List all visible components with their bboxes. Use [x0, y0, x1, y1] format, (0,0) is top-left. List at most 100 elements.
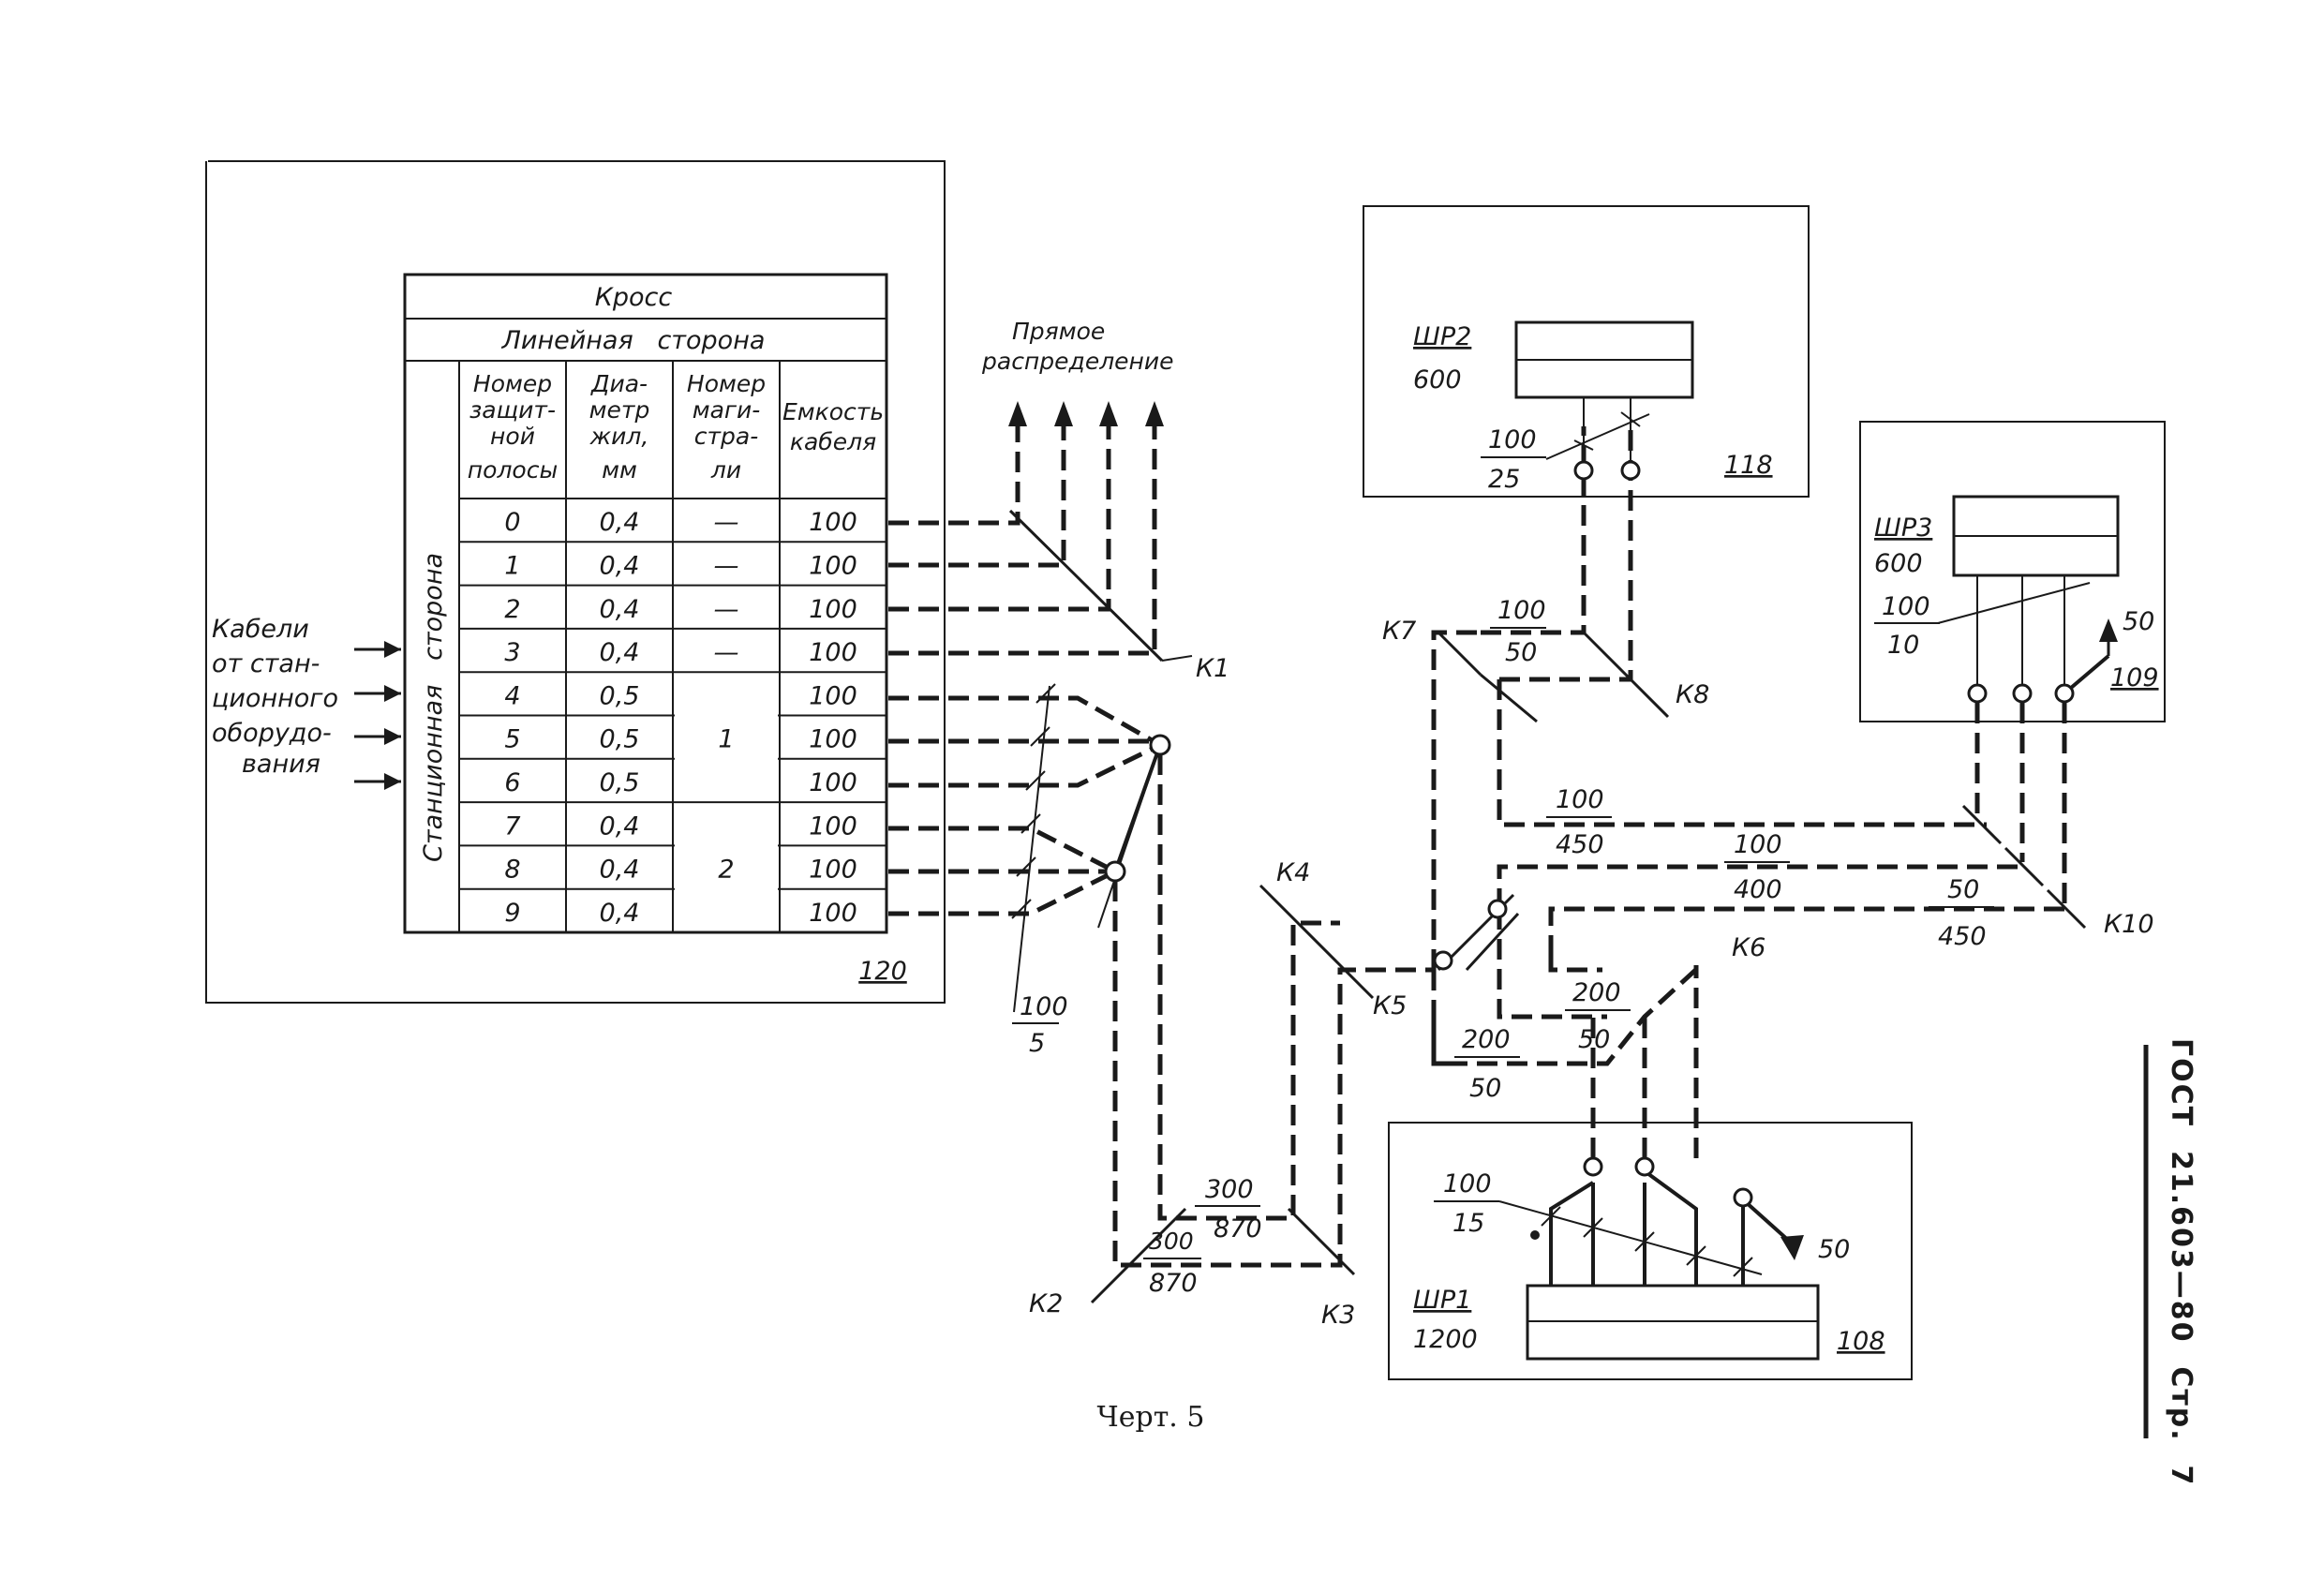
direct-distribution-label: Прямое распределение: [981, 318, 1174, 375]
table-cell-diam: 0,5: [600, 725, 640, 754]
header-cable-capacity: Емкость кабеля: [782, 398, 884, 455]
room-number-108: 108: [1837, 1327, 1885, 1356]
shr1-feed-cables: [1590, 965, 1699, 1158]
header-protective-strip: Номер защит- ной полосы: [468, 370, 558, 484]
table-cell-cap: 100: [809, 856, 857, 885]
shr1-output: 50: [1818, 1235, 1850, 1264]
station-side-header: Станционная сторона: [419, 553, 448, 862]
svg-text:100: 100: [1497, 596, 1546, 625]
table-cell-main: —: [714, 508, 739, 537]
room-120-frame: [205, 160, 946, 1004]
room-108: ШР1 1200 100 15 50 108: [1388, 1122, 1913, 1380]
well-k5-node: [1433, 950, 1453, 971]
well-k1-label: К1: [1196, 654, 1229, 683]
svg-text:200: 200: [1572, 978, 1621, 1007]
table-cell-diam: 0,4: [600, 638, 640, 667]
cross-table: Кросс Линейная сторона Станционная сторо…: [403, 273, 907, 986]
well-k5-label: К5: [1373, 991, 1407, 1020]
table-cell-num: 2: [504, 595, 520, 624]
table-cell-cap: 100: [809, 725, 857, 754]
svg-text:200: 200: [1462, 1025, 1511, 1054]
table-cell-num: 7: [504, 811, 520, 841]
table-cell-main: 1: [718, 725, 734, 754]
fraction-100-5: 100 5: [1012, 992, 1068, 1058]
arrow-down-icon: [1780, 1235, 1804, 1260]
network-cables: [1431, 426, 2066, 1066]
svg-text:50: 50: [1505, 638, 1537, 667]
svg-text:Кабели: Кабели: [212, 615, 309, 644]
trunk-down-cables: [1090, 754, 1515, 1304]
shr3-frac-top: 100: [1882, 592, 1930, 621]
svg-text:кабеля: кабеля: [790, 428, 876, 455]
header-wire-diameter: Диа- метр жил, мм: [589, 370, 650, 484]
svg-text:400: 400: [1734, 875, 1782, 904]
svg-text:Номер: Номер: [687, 370, 766, 397]
table-cell-cap: 100: [809, 551, 857, 580]
labels-100-400: 100 400: [1724, 830, 1790, 904]
labels-200-50-b: 200 50: [1565, 978, 1631, 1054]
well-k8-label: К8: [1676, 680, 1709, 709]
svg-text:оборудо-: оборудо-: [212, 719, 332, 748]
well-k1-node: [1149, 734, 1171, 756]
arrow-up-icon: [1054, 401, 1073, 426]
svg-text:450: 450: [1556, 830, 1604, 859]
table-cell-diam: 0,4: [600, 856, 640, 885]
room-number-120: 120: [858, 957, 907, 986]
table-cell-num: 9: [504, 899, 520, 928]
svg-text:Номер: Номер: [473, 370, 552, 397]
table-cell-main: 2: [718, 856, 734, 885]
svg-text:300: 300: [1149, 1228, 1194, 1255]
shr2-capacity: 600: [1413, 365, 1462, 395]
labels-300-870: 300 870 300 870: [1143, 1175, 1262, 1298]
labels-200-50-a: 200 50: [1454, 1025, 1520, 1103]
shr2-name: ШР2: [1413, 322, 1471, 351]
labels-k7: 100 50: [1490, 596, 1546, 667]
table-cell-main: —: [714, 551, 739, 580]
well-k6-label: К6: [1732, 933, 1765, 962]
table-title: Кросс: [595, 283, 673, 312]
table-cell-num: 1: [504, 551, 520, 580]
shr3-capacity: 600: [1874, 549, 1923, 578]
svg-text:ной: ной: [490, 423, 535, 450]
shr3-name: ШР3: [1874, 514, 1932, 543]
table-cell-diam: 0,5: [600, 681, 640, 710]
labels-100-450: 100 450: [1546, 785, 1612, 859]
svg-text:100: 100: [1556, 785, 1604, 814]
svg-text:Диа-: Диа-: [590, 370, 648, 397]
svg-text:Емкость: Емкость: [782, 398, 884, 425]
well-k1b-node: [1104, 860, 1126, 883]
shr3-frac-bottom: 10: [1887, 631, 1919, 660]
svg-text:100: 100: [1020, 992, 1068, 1021]
labels-50-450: 50 450: [1929, 875, 1994, 951]
well-k7-label: К7: [1382, 617, 1416, 646]
svg-text:мм: мм: [602, 456, 637, 484]
table-cell-diam: 0,4: [600, 899, 640, 928]
table-cell-num: 0: [504, 508, 520, 537]
svg-text:5: 5: [1029, 1029, 1045, 1058]
svg-text:вания: вания: [242, 750, 320, 779]
shr1-capacity: 1200: [1413, 1325, 1478, 1354]
shr3-output: 50: [2123, 607, 2154, 636]
table-cell-cap: 100: [809, 638, 857, 667]
table-cell-main: —: [714, 638, 739, 667]
table-cell-diam: 0,4: [600, 551, 640, 580]
table-cell-cap: 100: [809, 899, 857, 928]
arrow-up-icon: [1008, 401, 1027, 426]
table-cell-diam: 0,5: [600, 768, 640, 797]
input-cables-label: Кабели от стан- ционного оборудо- вания: [212, 615, 338, 779]
shr1-name: ШР1: [1413, 1286, 1471, 1315]
direct-distribution-cables: [888, 401, 1164, 663]
header-trunk-number: Номер маги- стра- ли: [687, 370, 766, 484]
table-cell-num: 6: [504, 768, 520, 797]
svg-text:от стан-: от стан-: [212, 649, 320, 678]
table-cell-cap: 100: [809, 811, 857, 841]
table-cell-main: —: [714, 595, 739, 624]
svg-text:870: 870: [1149, 1269, 1198, 1298]
svg-text:300: 300: [1205, 1175, 1254, 1204]
svg-text:870: 870: [1214, 1214, 1262, 1243]
svg-text:50: 50: [1469, 1074, 1501, 1103]
arrow-up-icon: [2099, 618, 2118, 642]
line-side-header: Линейная сторона: [501, 326, 766, 355]
well-k2-label: К2: [1029, 1289, 1063, 1318]
